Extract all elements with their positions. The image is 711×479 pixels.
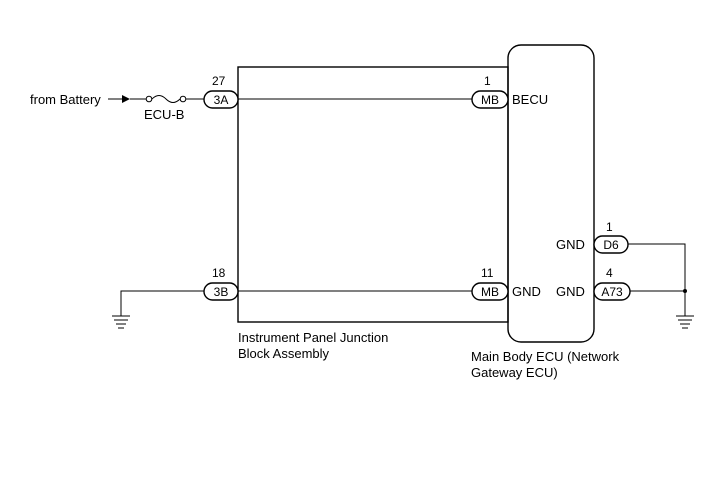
wire-3b-to-ground bbox=[120, 290, 204, 316]
connector-3a-label: 3A bbox=[214, 93, 229, 107]
ecu-name-line2: Gateway ECU) bbox=[471, 365, 558, 380]
ecu-box bbox=[507, 44, 595, 343]
battery-source-label: from Battery bbox=[30, 92, 101, 107]
pin-d6-number: 1 bbox=[606, 220, 613, 234]
connector-mb-bottom-pill bbox=[471, 282, 509, 301]
pin-3a-number: 27 bbox=[212, 74, 226, 88]
fuse-label: ECU-B bbox=[144, 107, 184, 122]
terminal-gnd-left-label: GND bbox=[512, 284, 541, 299]
junction-block-box bbox=[237, 66, 509, 323]
pin-3b-number: 18 bbox=[212, 266, 226, 280]
right-ground-icon bbox=[676, 315, 694, 329]
terminal-gnd-a73-label: GND bbox=[556, 284, 585, 299]
fuse-icon bbox=[145, 95, 187, 103]
wire-d6-to-ground bbox=[628, 243, 686, 291]
connector-3b-label: 3B bbox=[214, 285, 229, 299]
pin-mb-bottom-number: 11 bbox=[481, 266, 494, 280]
connector-mb-bottom-label: MB bbox=[481, 285, 499, 299]
connector-mb-top-pill bbox=[471, 90, 509, 109]
connector-mb-top-label: MB bbox=[481, 93, 499, 107]
terminal-gnd-d6-label: GND bbox=[556, 237, 585, 252]
battery-arrow-head bbox=[122, 95, 130, 103]
terminal-becu-label: BECU bbox=[512, 92, 548, 107]
connector-d6-label: D6 bbox=[603, 238, 619, 252]
left-ground-icon bbox=[112, 315, 130, 329]
junction-block-name-line1: Instrument Panel Junction bbox=[238, 330, 388, 345]
pin-mb-top-number: 1 bbox=[484, 74, 491, 88]
pin-a73-number: 4 bbox=[606, 266, 613, 280]
junction-block-name-line2: Block Assembly bbox=[238, 346, 330, 361]
connector-a73-label: A73 bbox=[601, 285, 623, 299]
connector-3a-pill bbox=[203, 90, 239, 109]
ecu-name-line1: Main Body ECU (Network bbox=[471, 349, 620, 364]
